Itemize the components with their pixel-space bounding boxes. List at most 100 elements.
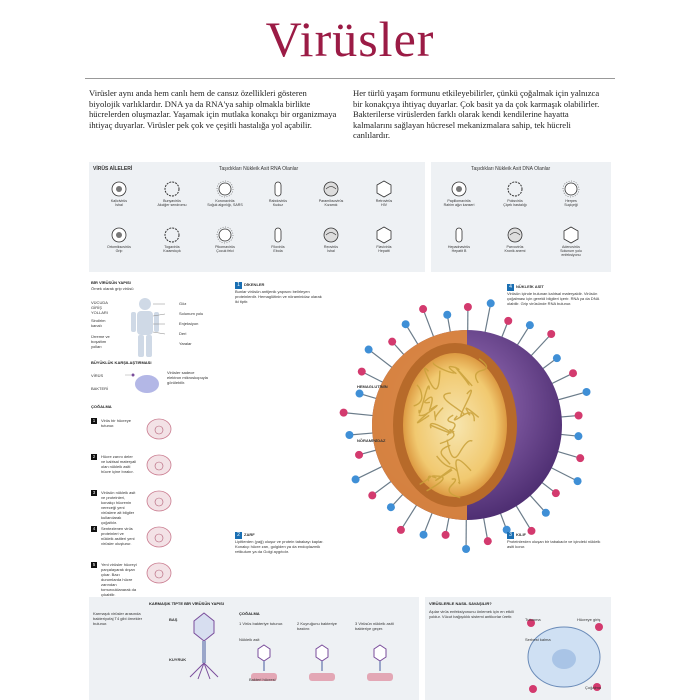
phage-head-label: BAŞ xyxy=(169,617,178,622)
family-name: Filovirüs xyxy=(271,245,285,249)
neuraminidase-spike xyxy=(462,516,471,553)
hemagglutinin-label: HEMAGLUTİNİN xyxy=(357,384,388,389)
bacteriophage-diagram xyxy=(189,612,219,680)
virus-family-icon xyxy=(507,181,523,197)
repro-step-text: Virüs bir hücreye tutunur. xyxy=(101,418,131,428)
title-rule xyxy=(85,78,615,79)
hemagglutinin-spike xyxy=(368,479,394,500)
hemagglutinin-spike xyxy=(419,305,435,340)
family-name: Flavivirüs xyxy=(376,245,392,249)
poster: Virüsler Virüsler aynı anda hem canlı he… xyxy=(85,0,615,700)
family-name: Paramiksovirüs xyxy=(318,199,344,203)
compare-title: BÜYÜKLÜK KARŞILAŞTIRMASI xyxy=(91,360,152,365)
influenza-virus-illustration xyxy=(339,299,591,553)
family-disease: Kızamık xyxy=(324,203,338,208)
body-label-reproductive: Ürreme ve boşaltım yolları xyxy=(91,334,110,349)
attach-label: Tutunma xyxy=(525,617,541,622)
family-disease: Soğuk algınlığı, SARS xyxy=(207,203,243,208)
virus-family-icon xyxy=(376,226,392,244)
human-body-diagram xyxy=(131,298,166,357)
compare-bacteria-label: BAKTERİ xyxy=(91,386,109,391)
virus-family-icon xyxy=(507,227,523,243)
hemagglutinin-spike xyxy=(482,515,492,546)
neuraminidase-spike xyxy=(555,387,591,402)
complex-title: KARMAŞIK TİPTE BİR VİRÜSÜN YAPISI xyxy=(149,601,224,606)
cell-entry-label: Hücreye giriş xyxy=(577,617,601,622)
neuraminidase-spike xyxy=(419,510,434,539)
neuraminidase-spike xyxy=(364,345,395,370)
nucleic-acid-label: Nükleik asit xyxy=(239,637,260,642)
neuraminidase-spike xyxy=(401,320,420,347)
repro-step-cell-icon xyxy=(146,454,172,476)
repro-step-number: 5 xyxy=(91,562,97,568)
repro-step-number: 4 xyxy=(91,526,97,532)
family-name: Pikornavirüs xyxy=(215,245,235,249)
hemagglutinin-spike xyxy=(500,316,513,340)
families-heading: VİRÜS AİLELERİ xyxy=(93,166,133,172)
virus-family-icon xyxy=(451,181,467,197)
phage-tail-label: KUYRUK xyxy=(169,657,187,662)
bacteria-cell-label: Bakteri hücresi xyxy=(249,677,276,682)
structure-subtitle: Örnek olarak grip virüsü xyxy=(91,286,134,291)
family-disease: Hepatit B xyxy=(451,249,467,254)
family-name: Togavirüs xyxy=(164,245,180,249)
body-label-eye: Göz xyxy=(179,301,187,306)
body-label-entry: VÜCUDA GİRİŞ YOLLARI xyxy=(91,300,108,315)
hemagglutinin-spike xyxy=(339,408,376,417)
family-name: Bunyavirüs xyxy=(163,199,181,203)
virus-family-icon xyxy=(164,227,180,243)
neuraminidase-spike xyxy=(558,432,583,441)
family-name: Poksvirüs xyxy=(507,199,523,203)
replicate-label: Çoğalma xyxy=(585,685,602,690)
family-disease: Kızamıkçık xyxy=(163,249,181,254)
virus-family-icon xyxy=(111,227,127,243)
neuraminidase-spike xyxy=(484,299,495,335)
cell-infection-diagram xyxy=(527,619,603,693)
virus-family-icon xyxy=(563,226,579,244)
compare-note: Virüsler sadece elektron mikroskopuyla g… xyxy=(167,370,208,385)
virus-family-icon xyxy=(216,180,234,198)
repro-step-text: Sentezlenen virüs proteinleri ve nükleik… xyxy=(101,526,135,546)
hemagglutinin-spike xyxy=(555,450,585,463)
size-comparison-diagram xyxy=(125,373,159,393)
rna-families-panel: VİRÜS AİLELERİ Taşıdıkları Nükleik Asit … xyxy=(89,162,425,272)
family-disease: Hepatit xyxy=(378,249,390,254)
intro-left: Virüsler aynı anda hem canlı hem de cans… xyxy=(89,88,337,130)
repro-step-cell-icon xyxy=(146,418,172,440)
neuraminidase-spike xyxy=(540,354,561,371)
repro-step-number: 2 xyxy=(91,454,97,460)
fight-virus-panel: VİRÜSLERLE NASIL SAVAŞILIR? Aşılar virüs… xyxy=(425,597,611,700)
repro-step-text: Hücre zarını deler ve kalıtsal materyali… xyxy=(101,454,137,474)
virus-family-icon xyxy=(216,226,234,244)
repro-title: ÇOĞALMA xyxy=(91,404,112,409)
phage-repro-step: 3 Virüsün nükleik asiti bakteriye geçer. xyxy=(355,621,394,631)
family-name: Ortomiksovirüs xyxy=(107,245,131,249)
phage-repro-title: ÇOĞALMA xyxy=(239,611,260,616)
body-label-digestive: Sindirim kanalı xyxy=(91,318,106,328)
family-name: Koronavirüs xyxy=(215,199,235,203)
hemagglutinin-spike xyxy=(529,330,556,358)
neuraminidase-spike xyxy=(443,310,452,335)
family-disease: Akciğer sendromu xyxy=(157,203,187,208)
phage-repro-step: 1 Virüs bakteriye tutunur. xyxy=(239,621,284,626)
family-name: Herpes xyxy=(565,199,577,203)
release-label: Serbest kalma xyxy=(525,637,551,642)
repro-step-cell-icon xyxy=(146,562,172,584)
hemagglutinin-spike xyxy=(357,367,386,384)
hemagglutinin-spike xyxy=(441,515,450,539)
family-disease: Suçiçeği xyxy=(564,203,578,208)
